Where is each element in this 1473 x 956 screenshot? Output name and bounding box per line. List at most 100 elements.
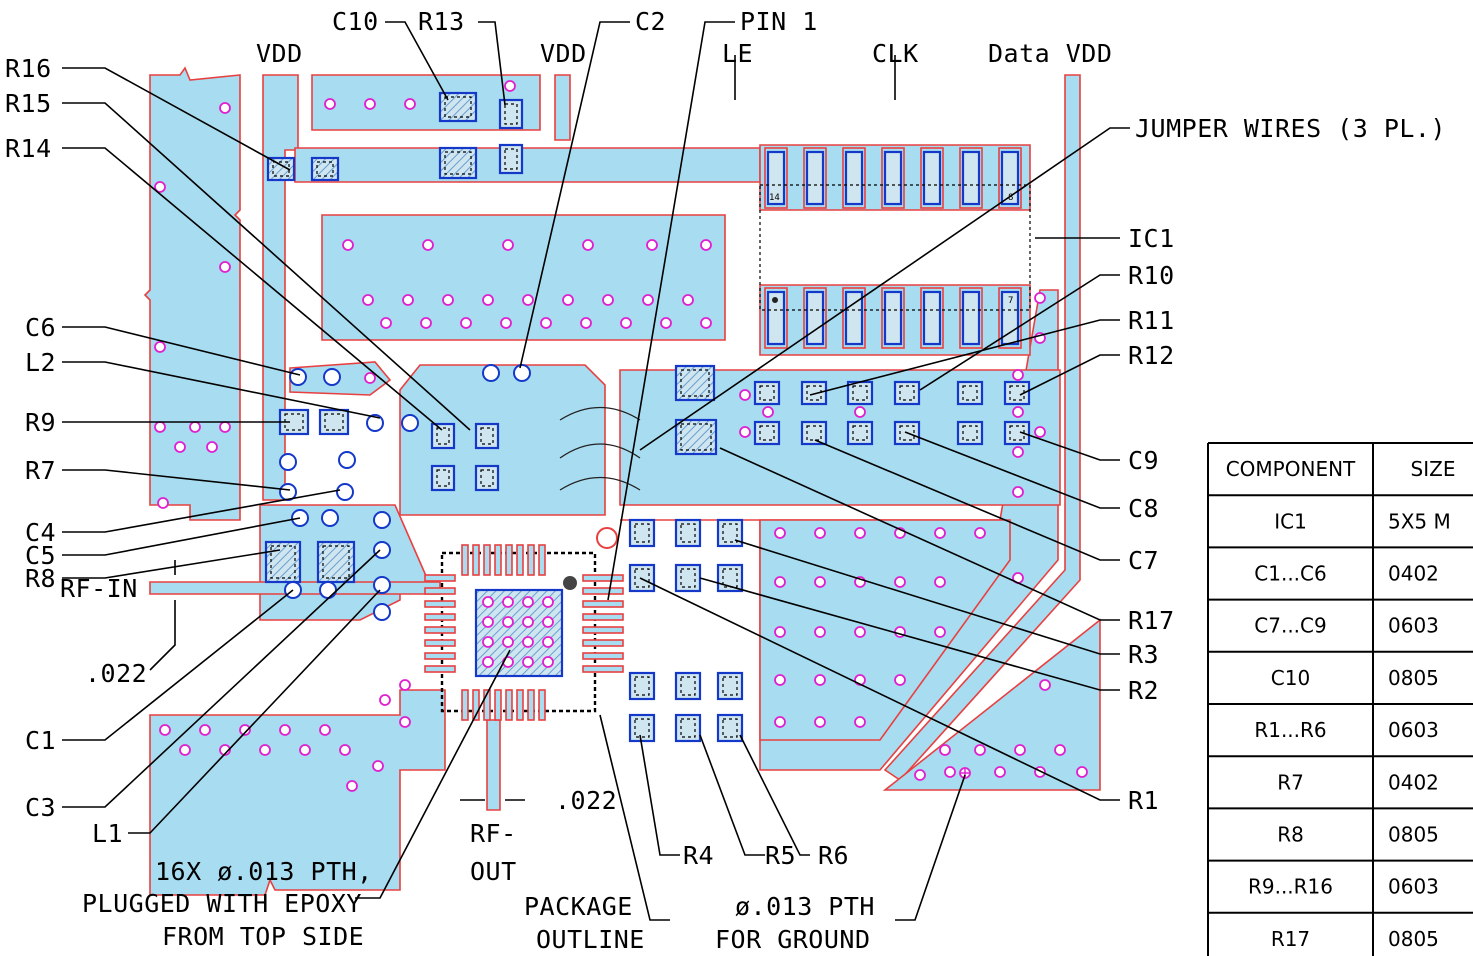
ground-via	[540, 317, 552, 329]
small-capacitor-pad	[513, 364, 531, 382]
ground-via	[319, 724, 331, 736]
qfn-leads	[424, 544, 624, 721]
component-body	[680, 523, 696, 543]
component-body	[852, 385, 868, 401]
ground-via	[620, 317, 632, 329]
ground-via	[774, 674, 786, 686]
ground-via	[460, 317, 472, 329]
qfn-lead	[472, 544, 480, 576]
ground-via	[854, 406, 866, 418]
ground-via	[299, 744, 311, 756]
ic1-pad-top-outline	[805, 150, 825, 206]
table-cell-component: R9...R16	[1248, 875, 1333, 899]
label-le: LE	[722, 39, 753, 68]
label-c3: C3	[25, 793, 56, 822]
ground-via	[364, 98, 376, 110]
ground-via	[854, 527, 866, 539]
component-body	[722, 523, 738, 543]
label-rf-out-2: OUT	[470, 857, 517, 886]
ground-via	[1012, 446, 1024, 458]
small-capacitor-pad	[338, 451, 356, 469]
table-cell-size: 0603	[1388, 614, 1439, 638]
table-cell-component: R1...R6	[1254, 718, 1326, 742]
ground-via	[814, 626, 826, 638]
c10-pour	[311, 74, 541, 131]
qfn-lead	[516, 689, 524, 721]
thermal-via	[542, 596, 554, 608]
ground-via	[642, 294, 654, 306]
ground-via	[422, 239, 434, 251]
left-ground-pour	[143, 66, 241, 521]
component-pad	[1003, 380, 1031, 406]
table-cell-component: R17	[1271, 927, 1310, 951]
ground-via	[1034, 426, 1046, 438]
component-pad	[674, 418, 718, 456]
ground-via	[174, 441, 186, 453]
ground-via	[894, 576, 906, 588]
ground-via	[380, 317, 392, 329]
ground-via	[1012, 406, 1024, 418]
qfn-lead	[424, 600, 456, 608]
label-r14: R14	[5, 134, 52, 163]
label-c2: C2	[635, 7, 666, 36]
small-capacitor-pad	[289, 368, 307, 386]
label-c5: C5	[25, 541, 56, 570]
ground-via	[1054, 744, 1066, 756]
qfn-lead	[505, 689, 513, 721]
thermal-via	[482, 656, 494, 668]
component-body	[899, 425, 915, 441]
qfn-lead	[483, 689, 491, 721]
qfn-lead	[516, 544, 524, 576]
ground-via	[482, 294, 494, 306]
rf-out-trace	[486, 719, 501, 811]
label-ic1: IC1	[1128, 224, 1175, 253]
ic1-pin7-label: 7	[1008, 296, 1013, 306]
component-pad	[800, 380, 828, 406]
label-c10: C10	[332, 7, 379, 36]
ground-via	[562, 294, 574, 306]
label-package-1: PACKAGE	[524, 892, 633, 921]
label-r6: R6	[818, 841, 849, 870]
thermal-via	[522, 616, 534, 628]
ground-via	[399, 679, 411, 691]
label-dim-in: .022	[85, 659, 147, 688]
ic-top-pour	[399, 364, 606, 516]
component-body	[504, 103, 518, 125]
component-body	[962, 385, 978, 401]
table-cell-size: 0805	[1388, 927, 1439, 951]
small-capacitor-pad	[323, 368, 341, 386]
ground-via	[189, 421, 201, 433]
component-body	[806, 425, 822, 441]
table-cell-component: C1...C6	[1254, 562, 1326, 586]
component-pad	[316, 540, 356, 584]
table-header-size: SIZE	[1411, 457, 1456, 481]
component-pad	[1003, 420, 1031, 446]
fiducial	[596, 527, 618, 549]
ic1-pad-bottom-outline	[883, 290, 903, 346]
component-body	[722, 676, 738, 696]
vdd-mid-trace	[554, 74, 571, 141]
ic1-pad-bottom-outline	[766, 290, 786, 346]
ground-via	[939, 744, 951, 756]
label-ground-pth-1: ø.013 PTH	[735, 892, 875, 921]
table-cell-size: 0603	[1388, 718, 1439, 742]
table-cell-size: 5X5 M	[1388, 509, 1451, 533]
ground-via	[279, 724, 291, 736]
ground-via	[219, 102, 231, 114]
label-c8: C8	[1128, 494, 1159, 523]
label-data-vdd: Data VDD	[988, 39, 1112, 68]
ground-via	[814, 576, 826, 588]
ground-via	[814, 716, 826, 728]
label-l2: L2	[25, 348, 56, 377]
ic1-pin14-label: 14	[769, 193, 780, 203]
component-body	[680, 369, 710, 397]
label-c4: C4	[25, 518, 56, 547]
qfn-lead	[538, 689, 546, 721]
qfn-lead	[424, 626, 456, 634]
component-pad	[753, 380, 781, 406]
ground-via	[762, 406, 774, 418]
ground-via	[442, 294, 454, 306]
ground-via	[994, 766, 1006, 778]
